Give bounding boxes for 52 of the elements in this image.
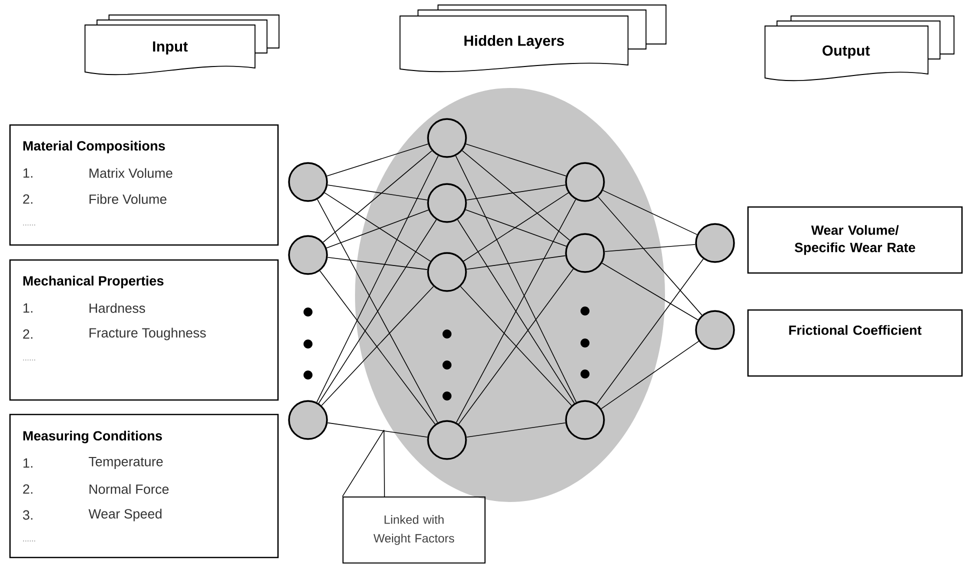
leader-line: [342, 430, 385, 497]
connection-line: [462, 150, 570, 241]
neuron-circle: [565, 233, 605, 273]
connection-line: [458, 268, 574, 424]
connection-line: [456, 199, 576, 423]
connection-line: [327, 422, 428, 438]
connection-line: [327, 257, 428, 270]
neuron-circle: [565, 162, 605, 202]
neuron-circle: [565, 400, 605, 440]
connection-line: [466, 255, 566, 270]
connection-line: [327, 184, 428, 200]
connection-line: [600, 340, 700, 410]
connection-line: [465, 209, 567, 247]
list-box: Material Compositions 1. Matrix Volume 2. Fibre Volume ......: [9, 124, 279, 246]
connection-line: [598, 196, 702, 316]
connection-line: [326, 144, 428, 176]
connection-line: [320, 270, 436, 424]
banner: Output: [764, 16, 954, 82]
connection-line: [457, 219, 575, 404]
neuron-circle: [695, 310, 735, 350]
output-box: Wear Volume/ Specific Wear Rate: [747, 206, 963, 274]
connection-line: [466, 144, 566, 176]
connection-line: [466, 184, 566, 200]
neuron-circle: [695, 223, 735, 263]
list-box: Measuring Conditions 1. Temperature 2. Normal Force 3. Wear Speed ......: [9, 414, 279, 558]
connection-line: [322, 150, 432, 243]
neuron-circle: [288, 162, 328, 202]
connection-line: [321, 286, 434, 406]
connection-line: [463, 192, 569, 262]
neuron-circle: [427, 420, 467, 460]
neuron-circle: [427, 252, 467, 292]
connection-line: [602, 262, 698, 320]
neuron-circle: [427, 183, 467, 223]
connection-line: [460, 286, 572, 406]
neuron-circle: [427, 118, 467, 158]
connection-line: [602, 190, 698, 235]
connection-line: [596, 258, 704, 404]
list-box: Mechanical Properties 1. Hardness 2. Fracture Toughness ......: [9, 259, 279, 401]
callout-box: Linked with Weight Factors: [342, 496, 486, 564]
connection-line: [455, 155, 577, 403]
connection-line: [316, 155, 439, 403]
neuron-circle: [288, 400, 328, 440]
connection-line: [604, 244, 696, 252]
connection-line: [326, 210, 429, 248]
connection-line: [466, 422, 566, 438]
connection-line: [317, 199, 438, 423]
banner: Hidden Layers: [400, 4, 666, 72]
connection-line: [324, 192, 431, 262]
output-box: Frictional Coefficient: [747, 309, 963, 377]
banner: Input: [84, 14, 280, 76]
neuron-circle: [288, 235, 328, 275]
connection-line: [318, 219, 437, 404]
